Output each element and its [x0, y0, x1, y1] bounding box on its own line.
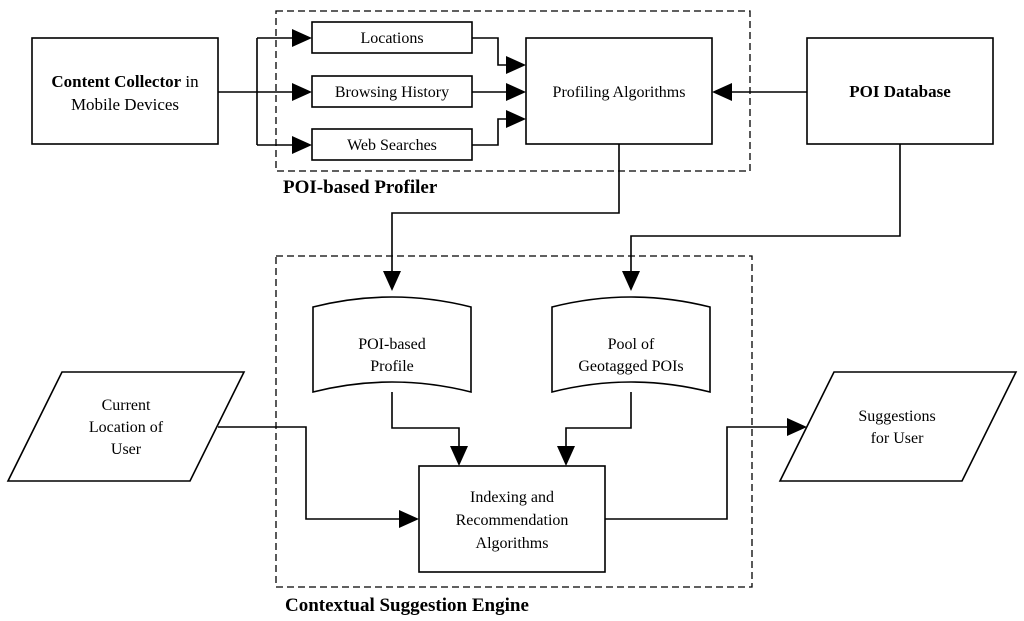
suggestions-line2: for User [871, 430, 925, 447]
connector-location-to-indexing [218, 426, 400, 520]
poi-based-profile-line2: Profile [370, 358, 414, 375]
suggestions-line1: Suggestions [858, 408, 935, 425]
connector-profile-to-indexing [391, 392, 460, 447]
connector-collector-to-sources [218, 37, 293, 146]
arrowhead-database-to-pool [622, 271, 640, 291]
poi-database-label: POI Database [849, 82, 951, 101]
arrowhead-profile-to-indexing [450, 446, 468, 466]
contextual-suggestion-engine-label: Contextual Suggestion Engine [285, 595, 529, 616]
current-location-line3: User [111, 441, 142, 458]
arrowhead-location-to-indexing [399, 510, 419, 528]
poi-based-profiler-label: POI-based Profiler [283, 177, 438, 198]
arrowhead-to-locations [292, 29, 312, 47]
contextual-suggestion-engine-group [275, 255, 753, 588]
poi-based-profile-store: POI-based Profile [312, 296, 472, 394]
profiling-algorithms-box: Profiling Algorithms [525, 37, 713, 145]
content-collector-suffix: in [181, 72, 199, 91]
arrowhead-profiling-to-profile [383, 271, 401, 291]
profiling-algorithms-label: Profiling Algorithms [553, 84, 686, 101]
arrowhead-pool-to-indexing [557, 446, 575, 466]
indexing-line1: Indexing and [470, 489, 554, 506]
arrowhead-locations-to-profiling [506, 56, 526, 74]
web-searches-box: Web Searches [311, 128, 473, 161]
arrowhead-browsing-to-profiling [506, 83, 526, 101]
arrowhead-to-websearches [292, 136, 312, 154]
arrowhead-websearches-to-profiling [506, 110, 526, 128]
indexing-line2: Recommendation [456, 512, 569, 529]
content-collector-line2: Mobile Devices [71, 95, 179, 114]
pool-of-pois-line2: Geotagged POIs [578, 358, 683, 375]
connector-websearches-to-profiling [472, 118, 507, 146]
browsing-history-box: Browsing History [311, 75, 473, 108]
indexing-recommendation-box: Indexing and Recommendation Algorithms [418, 465, 606, 573]
arrowhead-indexing-to-suggestions [787, 418, 807, 436]
locations-box: Locations [311, 21, 473, 54]
poi-database-box: POI Database [806, 37, 994, 145]
connector-database-to-pool [630, 144, 901, 272]
locations-label: Locations [360, 30, 423, 47]
browsing-history-label: Browsing History [335, 84, 449, 101]
poi-based-profile-line1: POI-based [358, 336, 426, 353]
arrowhead-database-to-profiling [712, 83, 732, 101]
poi-based-profiler-group [275, 10, 751, 172]
arrowhead-to-browsing [292, 83, 312, 101]
current-location-line1: Current [102, 397, 151, 414]
current-location-input: Current Location of User [6, 371, 246, 482]
indexing-line3: Algorithms [476, 535, 549, 552]
pool-of-pois-line1: Pool of [608, 336, 655, 353]
connector-profiling-to-profile [391, 144, 620, 272]
connector-locations-to-profiling [472, 37, 507, 66]
connector-pool-to-indexing [565, 392, 632, 447]
suggestions-output: Suggestions for User [778, 371, 1018, 482]
current-location-line2: Location of [89, 419, 164, 436]
connector-indexing-to-suggestions [605, 426, 788, 520]
svg-text:Content Collector in: Content Collector in [51, 72, 199, 91]
content-collector-box: Content Collector in Mobile Devices [31, 37, 219, 145]
web-searches-label: Web Searches [347, 137, 437, 154]
content-collector-bold: Content Collector [51, 72, 181, 91]
pool-of-geotagged-pois-store: Pool of Geotagged POIs [551, 296, 711, 394]
